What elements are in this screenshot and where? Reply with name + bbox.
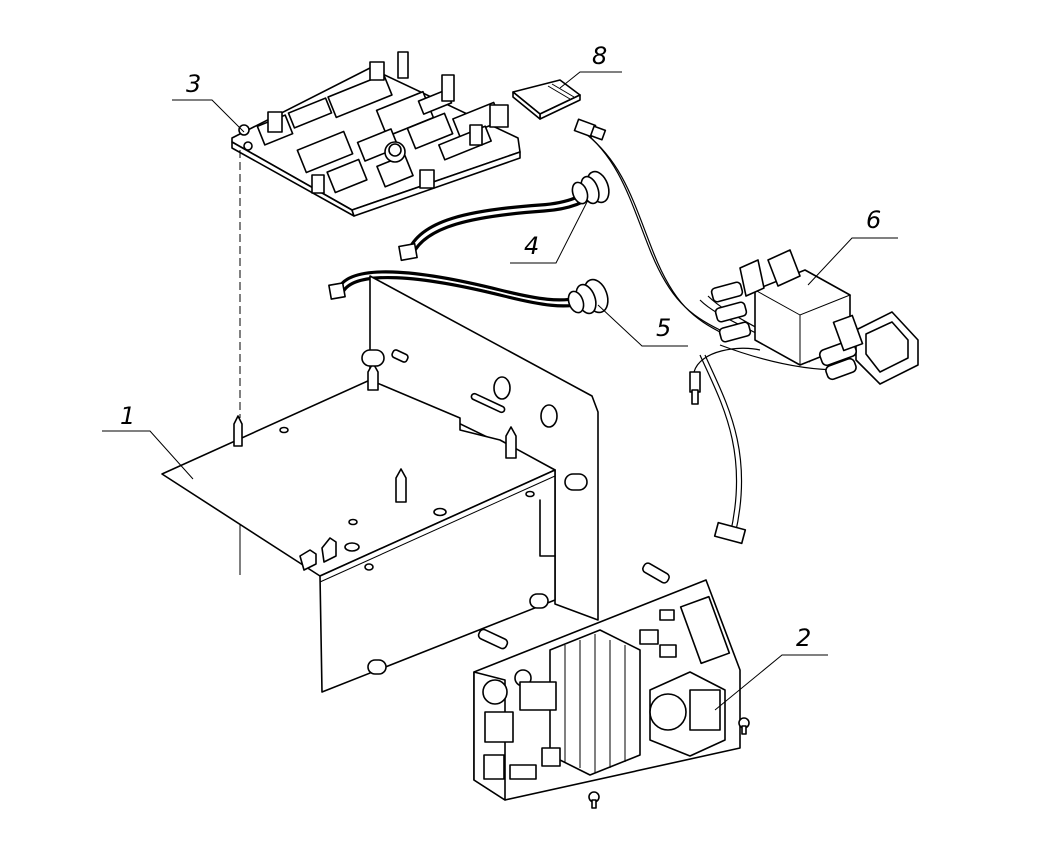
callout-label-6: 6: [866, 206, 881, 234]
chassis-frame: [161, 275, 599, 693]
callout-4: 4: [510, 199, 589, 264]
callout-label-2: 2: [796, 624, 811, 652]
callout-3: 3: [172, 70, 245, 133]
callout-6: 6: [807, 206, 898, 286]
control-board: [231, 51, 521, 217]
callout-label-8: 8: [592, 42, 607, 70]
callout-label-1: 1: [120, 402, 135, 430]
callout-8: 8: [559, 42, 622, 89]
power-board: [473, 562, 750, 809]
ribbon-cable-4: [398, 170, 610, 262]
ribbon-cable-5: [328, 270, 609, 315]
callout-label-4: 4: [524, 232, 539, 260]
callout-1: 1: [102, 402, 194, 480]
callout-label-5: 5: [656, 314, 671, 342]
callout-2: 2: [714, 624, 828, 711]
memory-card: [512, 79, 581, 120]
callout-label-3: 3: [186, 70, 201, 98]
callout-5: 5: [597, 304, 688, 347]
power-filter-assembly: [573, 118, 919, 545]
